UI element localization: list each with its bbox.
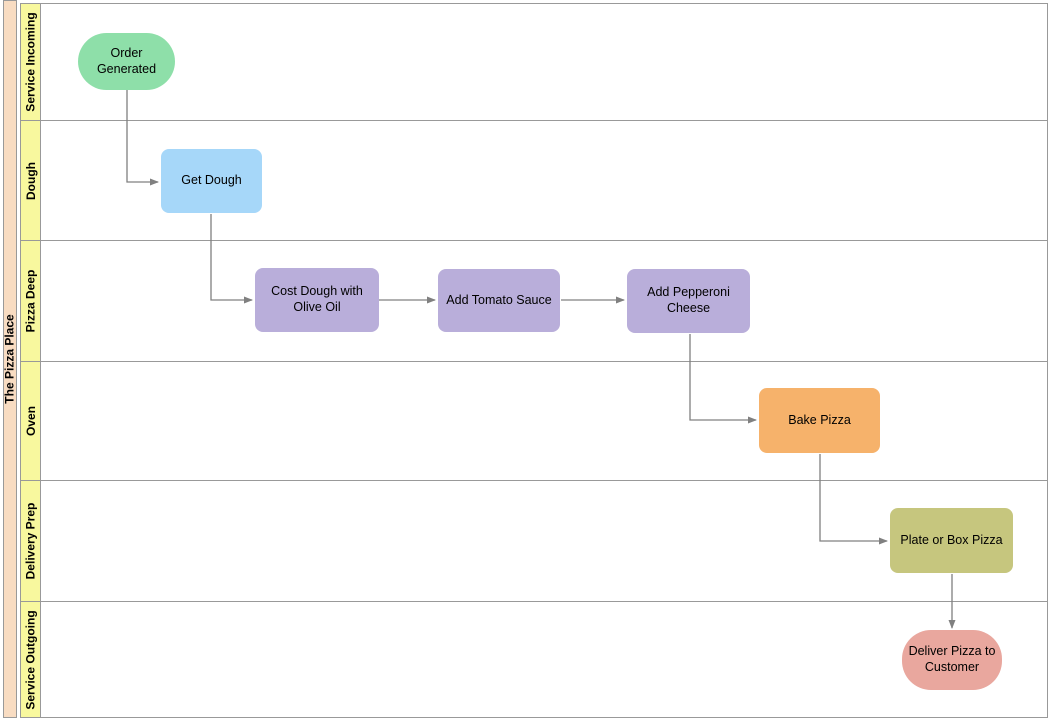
lane-label-text: Delivery Prep	[23, 502, 38, 580]
node-order-generated-label: Order Generated	[96, 45, 157, 76]
lane-pizza-deep: Pizza Deep	[21, 241, 1047, 362]
lane-label-oven[interactable]: Oven	[21, 362, 41, 480]
lane-label-delivery-prep[interactable]: Delivery Prep	[21, 481, 41, 601]
node-get-dough-label: Get Dough	[181, 173, 242, 188]
node-plate-or-box-pizza[interactable]: Plate or Box Pizza	[890, 508, 1013, 573]
lane-content-service-incoming	[41, 4, 1047, 120]
pool-title-bar[interactable]: The Pizza Place	[3, 0, 17, 718]
lane-label-dough[interactable]: Dough	[21, 121, 41, 240]
lane-service-incoming: Service Incoming	[21, 4, 1047, 121]
lane-label-text: Service Outgoing	[23, 609, 38, 710]
node-cost-dough-with-olive-oil[interactable]: Cost Dough with Olive Oil	[255, 268, 379, 332]
node-get-dough[interactable]: Get Dough	[161, 149, 262, 213]
lane-content-oven	[41, 362, 1047, 480]
pool-title: The Pizza Place	[3, 314, 17, 404]
lane-service-outgoing: Service Outgoing	[21, 602, 1047, 717]
node-add-pepperoni-cheese[interactable]: Add Pepperoni Cheese	[627, 269, 750, 333]
node-cost-dough-label: Cost Dough with Olive Oil	[271, 284, 363, 314]
node-deliver-pizza-to-customer[interactable]: Deliver Pizza to Customer	[902, 630, 1002, 690]
node-add-tomato-sauce[interactable]: Add Tomato Sauce	[438, 269, 560, 332]
lanes-container: Service Incoming Dough Pizza Deep Oven D…	[20, 3, 1048, 718]
node-add-tomato-sauce-label: Add Tomato Sauce	[446, 292, 552, 307]
lane-label-text: Dough	[23, 161, 38, 200]
node-deliver-pizza-label: Deliver Pizza to Customer	[908, 644, 996, 674]
lane-dough: Dough	[21, 121, 1047, 241]
lane-label-service-outgoing[interactable]: Service Outgoing	[21, 602, 41, 717]
node-add-pepperoni-cheese-label: Add Pepperoni Cheese	[647, 285, 730, 315]
node-bake-pizza-label: Bake Pizza	[788, 412, 851, 427]
lane-label-pizza-deep[interactable]: Pizza Deep	[21, 241, 41, 361]
lane-label-service-incoming[interactable]: Service Incoming	[21, 4, 41, 120]
lane-content-service-outgoing	[41, 602, 1047, 717]
lane-label-text: Oven	[23, 405, 38, 437]
lane-label-text: Pizza Deep	[23, 269, 38, 333]
lane-oven: Oven	[21, 362, 1047, 481]
lane-label-text: Service Incoming	[23, 12, 38, 112]
lane-delivery-prep: Delivery Prep	[21, 481, 1047, 602]
node-bake-pizza[interactable]: Bake Pizza	[759, 388, 880, 453]
node-plate-or-box-pizza-label: Plate or Box Pizza	[900, 532, 1003, 547]
node-order-generated[interactable]: Order Generated	[78, 33, 175, 90]
